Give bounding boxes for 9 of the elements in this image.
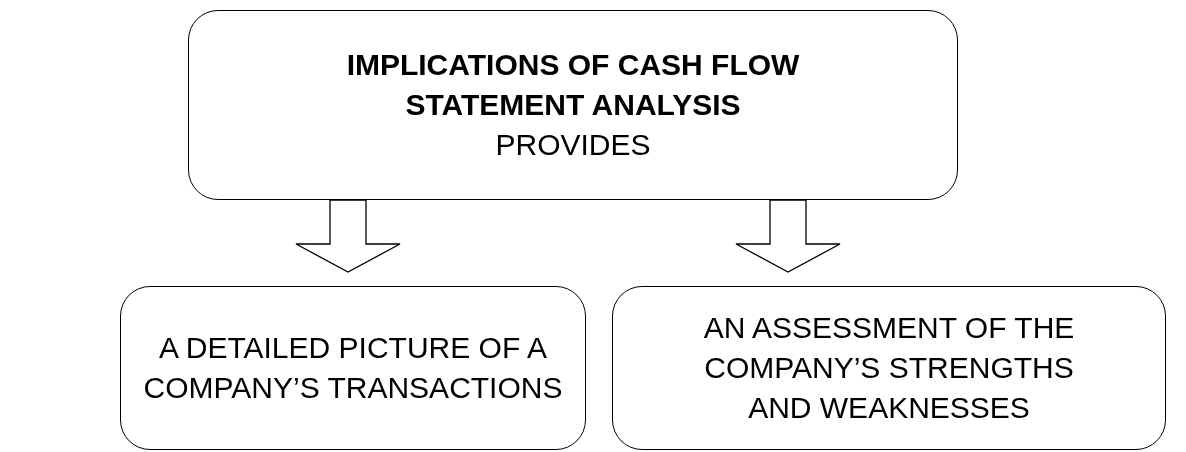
hollow-arrow (735, 199, 841, 273)
heading-text: IMPLICATIONS OF CASH FLOW STATEMENT ANALYSIS (345, 47, 801, 123)
box-text: A DETAILED PICTURE OF A COMPANY’S TRANSACTIONS (143, 330, 563, 406)
box-text: AN ASSESSMENT OF THE COMPANY’S STRENGTHS AND WEAKNESSES (702, 310, 1076, 426)
result-box (120, 286, 586, 450)
heading-box (188, 10, 958, 200)
hollow-arrow (295, 199, 401, 273)
box-text: PROVIDES (495, 127, 651, 163)
result-box (612, 286, 1166, 450)
